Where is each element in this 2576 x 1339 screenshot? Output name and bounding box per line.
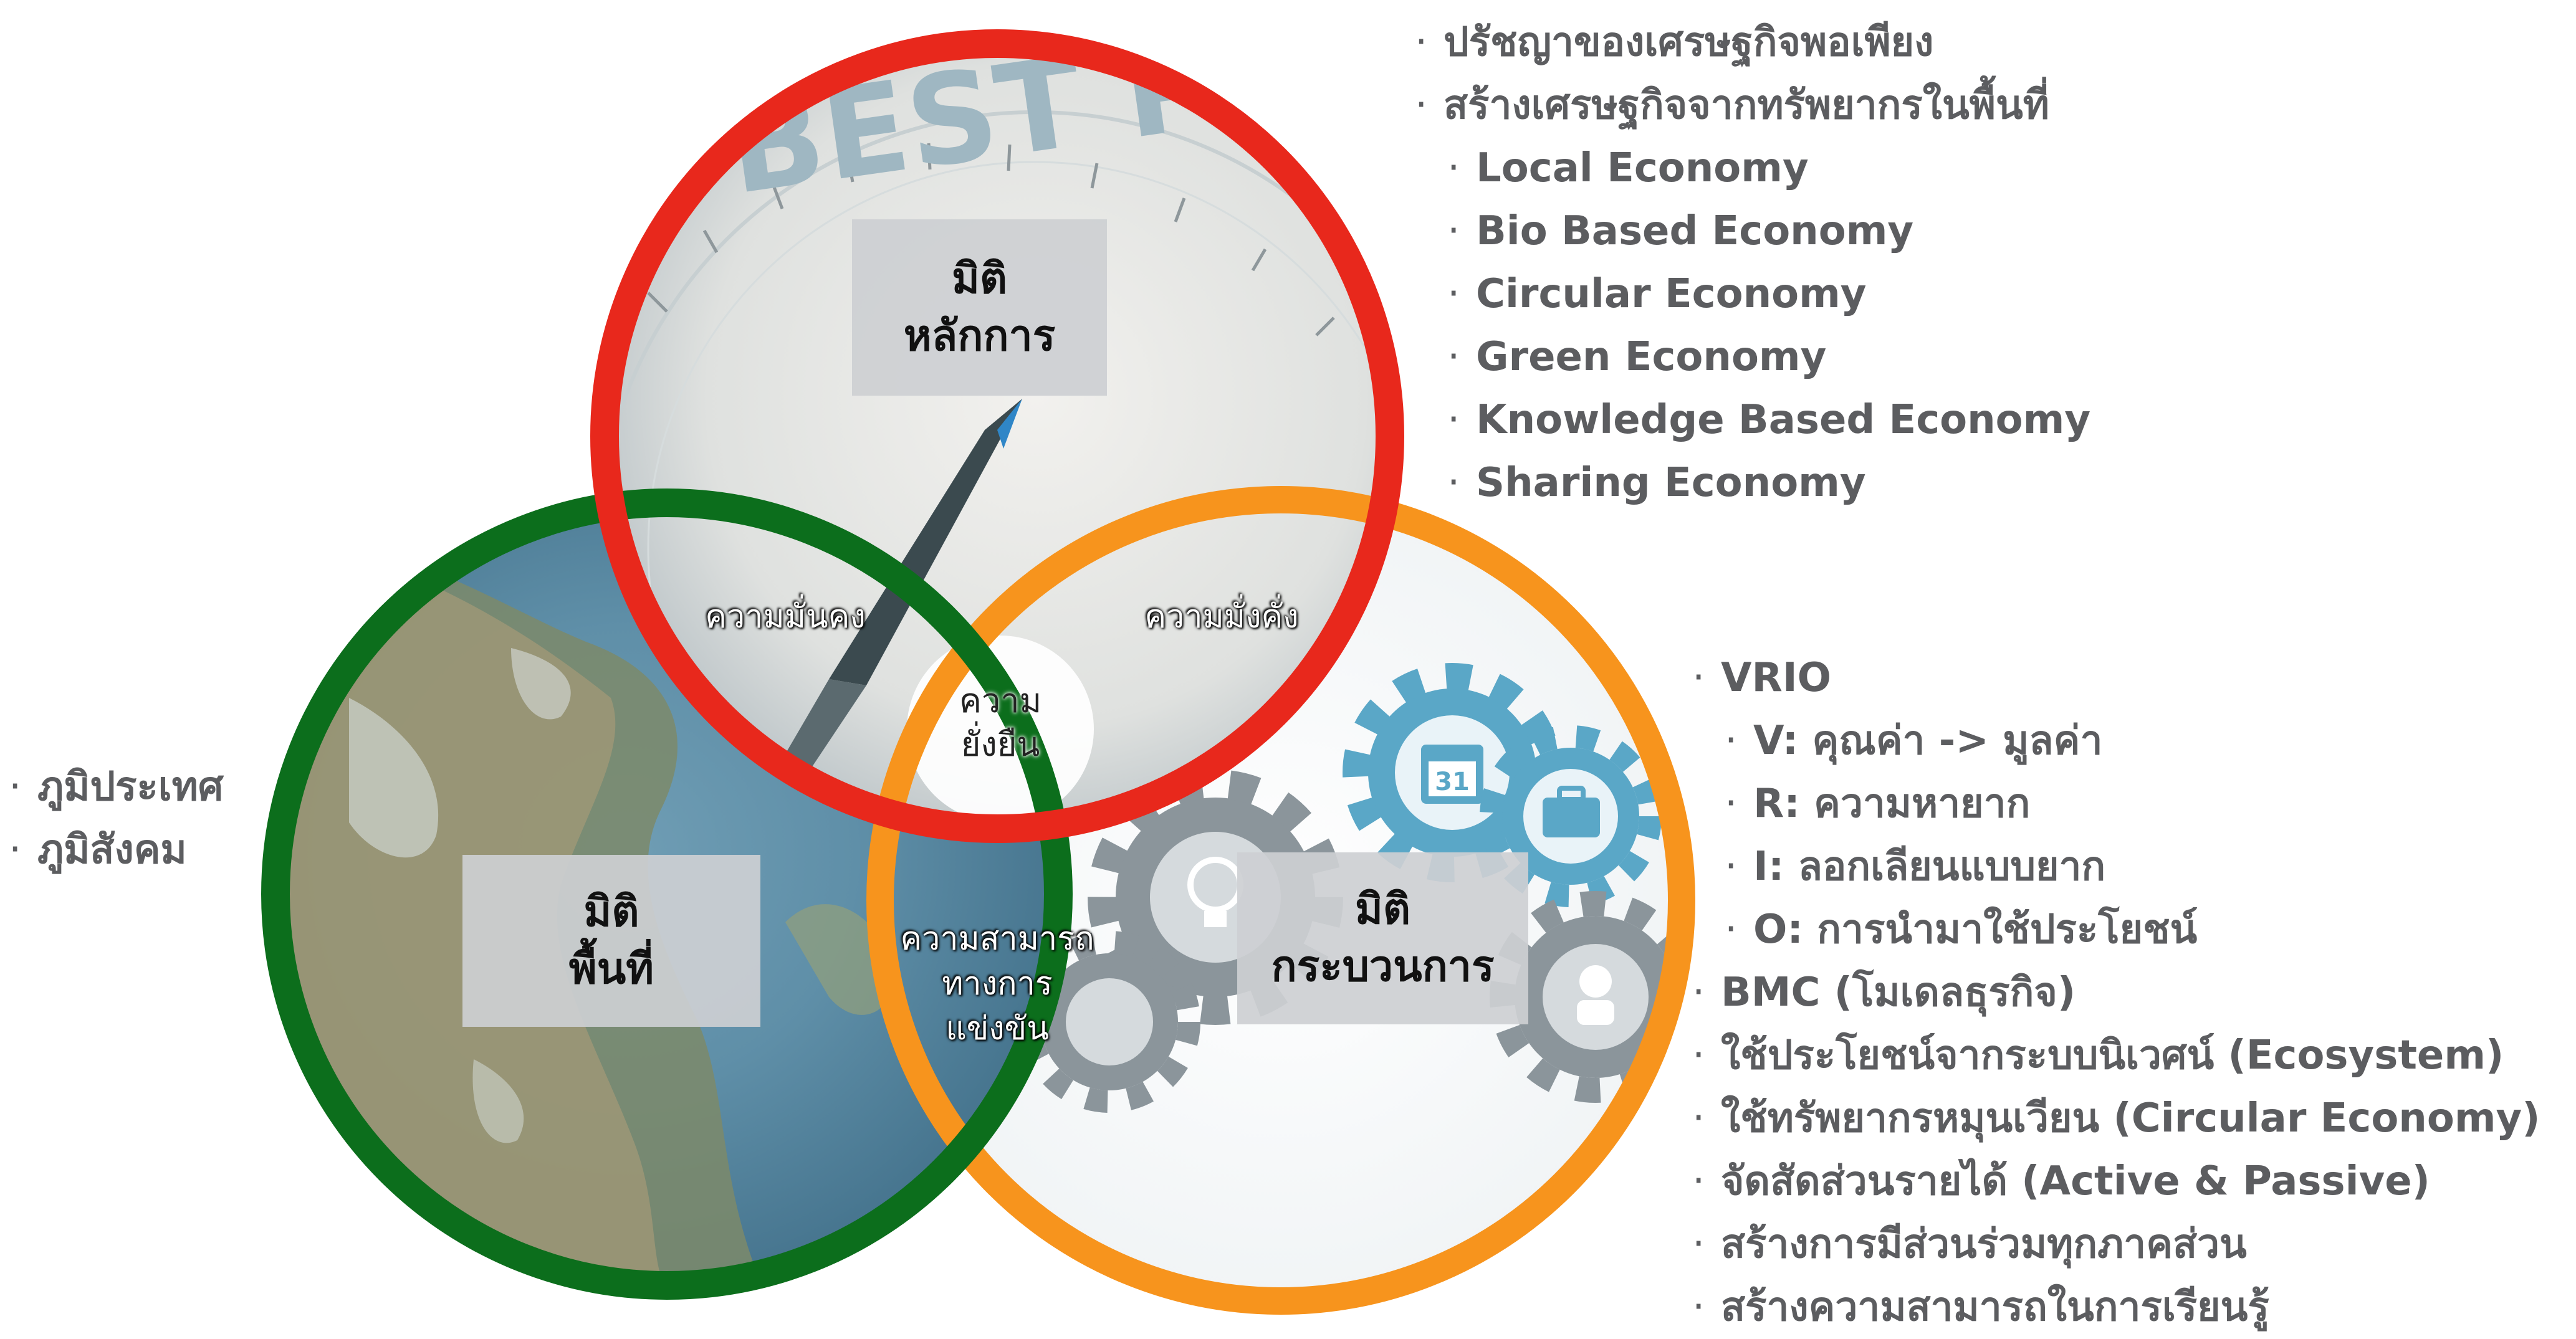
person-icon <box>1577 965 1614 1025</box>
area-dimension-line-1: มิติ <box>583 887 639 937</box>
list-item: · ใช้ทรัพยากรหมุนเวียน (Circular Economy) <box>1692 1087 2540 1150</box>
list-item: · Knowledge Based Economy <box>1415 389 2090 452</box>
list-item-text: ใช้ทรัพยากรหมุนเวียน (Circular Economy) <box>1721 1095 2540 1141</box>
bullet-dot: · <box>9 764 22 810</box>
bullet-dot: · <box>1692 1158 1705 1204</box>
list-item-text: V: คุณค่า -> มูลค่า <box>1753 718 2103 764</box>
bullet-dot: · <box>1725 718 1738 764</box>
list-item-text: สร้างความสามารถในการเรียนรู้ <box>1721 1284 2269 1330</box>
competitiveness-label-line-3: แข่งขัน <box>946 1009 1049 1047</box>
list-item-text: สร้างการมีส่วนร่วมทุกภาคส่วน <box>1721 1221 2247 1267</box>
list-item-text: ภูมิสังคม <box>37 827 187 873</box>
competitiveness-label-line-1: ความสามารถ <box>900 920 1094 958</box>
list-item: · ปรัชญาของเศรษฐกิจพอเพียง <box>1415 11 2090 74</box>
bullet-dot: · <box>1415 19 1428 65</box>
list-item-text: ใช้ประโยชน์จากระบบนิเวศน์ (Ecosystem) <box>1721 1032 2504 1079</box>
principle-bullet-list: · ปรัชญาของเศรษฐกิจพอเพียง · สร้างเศรษฐกิจจ… <box>1415 11 2090 515</box>
wealth-overlap-label: ความมั่งคั่ง <box>1103 595 1340 640</box>
list-item-text: ภูมิประเทศ <box>37 764 224 810</box>
list-item: · ภูมิประเทศ <box>9 756 223 819</box>
list-item-text: Local Economy <box>1476 145 1809 191</box>
bullet-dot: · <box>1447 460 1460 506</box>
list-item: · Local Economy <box>1415 137 2090 200</box>
bullet-dot: · <box>1447 334 1460 380</box>
list-item: · R: ความหายาก <box>1692 773 2540 836</box>
list-item-text: Green Economy <box>1476 334 1827 380</box>
list-item: · จัดสัดส่วนรายได้ (Active & Passive) <box>1692 1150 2540 1213</box>
list-item-text: ปรัชญาของเศรษฐกิจพอเพียง <box>1444 19 1934 65</box>
bullet-dot: · <box>1692 1284 1705 1330</box>
list-item: · Bio Based Economy <box>1415 200 2090 263</box>
area-ring <box>261 488 1073 1300</box>
bullet-dot: · <box>1447 145 1460 191</box>
list-item-text: จัดสัดส่วนรายได้ (Active & Passive) <box>1721 1158 2430 1204</box>
list-item: · O: การนำมาใช้ประโยชน์ <box>1692 898 2540 961</box>
security-label-line: ความมั่นคง <box>705 598 866 636</box>
list-item-text: Sharing Economy <box>1476 460 1866 506</box>
calendar-day: 31 <box>1435 768 1470 796</box>
bullet-dot: · <box>9 827 22 873</box>
list-item: · Green Economy <box>1415 326 2090 389</box>
bullet-dot: · <box>1725 844 1738 890</box>
list-item-text: I: ลอกเลียนแบบยาก <box>1753 844 2106 890</box>
list-item: · BMC (โมเดลธุรกิจ) <box>1692 961 2540 1024</box>
bullet-dot: · <box>1725 781 1738 827</box>
list-item: · ภูมิสังคม <box>9 819 223 882</box>
list-item-text: Knowledge Based Economy <box>1476 397 2091 443</box>
list-item-text: BMC (โมเดลธุรกิจ) <box>1721 970 2076 1016</box>
process-dimension-box: มิติ กระบวนการ <box>1237 852 1528 1024</box>
area-dimension-box: มิติ พื้นที่ <box>462 855 760 1027</box>
principle-dimension-line-1: มิติ <box>952 254 1007 303</box>
area-bullet-list: · ภูมิประเทศ · ภูมิสังคม <box>9 756 223 882</box>
list-item: · สร้างความสามารถในการเรียนรู้ <box>1692 1276 2540 1339</box>
bullet-dot: · <box>1692 1095 1705 1141</box>
sustainability-label-line-1: ความ <box>959 681 1042 720</box>
bullet-dot: · <box>1692 970 1705 1016</box>
competitiveness-overlap-label: ความสามารถ ทางการ แข่งขัน <box>860 917 1134 1051</box>
security-overlap-label: ความมั่นคง <box>673 595 898 640</box>
process-dimension-line-1: มิติ <box>1355 885 1410 935</box>
bullet-dot: · <box>1415 82 1428 128</box>
bullet-dot: · <box>1447 208 1460 254</box>
list-item: · ใช้ประโยชน์จากระบบนิเวศน์ (Ecosystem) <box>1692 1024 2540 1087</box>
principle-dimension-box: มิติ หลักการ <box>852 219 1107 396</box>
list-item-text: สร้างเศรษฐกิจจากทรัพยากรในพื้นที่ <box>1444 82 2049 128</box>
sustainability-label-line-2: ยั่งยืน <box>960 725 1040 765</box>
process-bullet-list: · VRIO · V: คุณค่า -> มูลค่า · R: ความหายาก · I… <box>1692 647 2540 1339</box>
principle-dimension-line-2: หลักการ <box>903 311 1056 361</box>
process-dimension-line-2: กระบวนการ <box>1271 942 1495 991</box>
list-item-text: VRIO <box>1721 655 1832 701</box>
bullet-dot: · <box>1692 655 1705 701</box>
bullet-dot: · <box>1725 907 1738 953</box>
list-item: · I: ลอกเลียนแบบยาก <box>1692 836 2540 898</box>
list-item: · Circular Economy <box>1415 263 2090 326</box>
bullet-dot: · <box>1692 1221 1705 1267</box>
list-item: · สร้างเศรษฐกิจจากทรัพยากรในพื้นที่ <box>1415 74 2090 137</box>
gear-icon <box>1018 931 1200 1113</box>
bullet-dot: · <box>1447 397 1460 443</box>
list-item: · V: คุณค่า -> มูลค่า <box>1692 710 2540 773</box>
bullet-dot: · <box>1692 1032 1705 1079</box>
competitiveness-label-line-2: ทางการ <box>942 965 1053 1003</box>
list-item: · VRIO <box>1692 647 2540 710</box>
bullet-dot: · <box>1447 271 1460 317</box>
process-ring <box>866 486 1695 1315</box>
briefcase-icon <box>1543 786 1600 837</box>
principle-ring <box>590 29 1404 843</box>
area-dimension-line-2: พื้นที่ <box>568 945 654 994</box>
wealth-label-line: ความมั่งคั่ง <box>1144 598 1299 636</box>
list-item: · Sharing Economy <box>1415 452 2090 515</box>
sustainability-overlap-label: ความ ยั่งยืน <box>910 679 1091 766</box>
list-item: · สร้างการมีส่วนร่วมทุกภาคส่วน <box>1692 1213 2540 1276</box>
list-item-text: Circular Economy <box>1476 271 1867 317</box>
list-item-text: O: การนำมาใช้ประโยชน์ <box>1753 907 2198 953</box>
calendar-icon: 31 <box>1421 745 1483 804</box>
list-item-text: R: ความหายาก <box>1753 781 2031 827</box>
list-item-text: Bio Based Economy <box>1476 208 1914 254</box>
